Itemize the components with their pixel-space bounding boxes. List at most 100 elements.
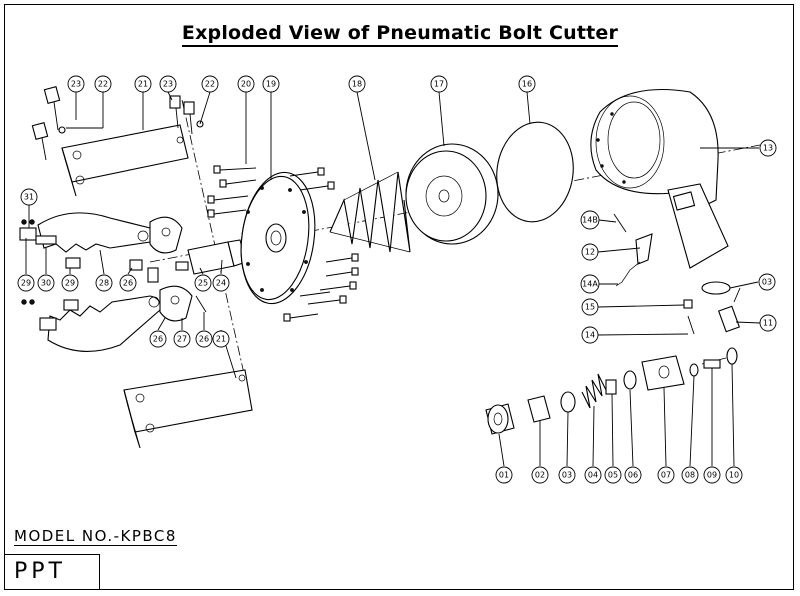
callout-label: 27	[177, 335, 187, 344]
callout-label: 11	[763, 319, 773, 328]
cylinder-plate	[240, 171, 316, 305]
callout-26c: 26	[195, 330, 213, 348]
callout-label: 12	[585, 248, 595, 257]
callout-28: 28	[95, 274, 113, 292]
callout-label: 02	[535, 471, 545, 480]
callout-label: 19	[266, 80, 276, 89]
callout-08: 08	[681, 466, 699, 484]
callout-label: 28	[99, 279, 109, 288]
callout-26a: 26	[119, 274, 137, 292]
callout-21b: 21	[212, 330, 230, 348]
callout-label: 14A	[582, 280, 598, 289]
piston-seal	[496, 121, 574, 223]
callout-label: 16	[522, 80, 532, 89]
callout-27: 27	[173, 330, 191, 348]
callout-label: 26	[153, 335, 163, 344]
callout-14B: 14B	[580, 210, 600, 230]
callout-label: 03	[562, 471, 572, 480]
callout-label: 31	[24, 193, 34, 202]
frame-plate-lower	[123, 369, 253, 449]
callout-21a: 21	[134, 75, 152, 93]
o-ring	[701, 281, 731, 295]
title-text: Exploded View of Pneumatic Bolt Cutter	[181, 22, 619, 47]
callout-01: 01	[495, 466, 513, 484]
callout-18: 18	[348, 75, 366, 93]
callout-label: 07	[661, 471, 671, 480]
callout-03b: 03	[558, 466, 576, 484]
callout-label: 08	[685, 471, 695, 480]
callout-14: 14	[581, 326, 599, 344]
callout-label: 23	[163, 80, 173, 89]
return-spring	[329, 171, 411, 253]
cap-screws	[207, 165, 359, 322]
callout-23b: 23	[159, 75, 177, 93]
callout-14A: 14A	[580, 274, 600, 294]
callout-label: 24	[216, 279, 226, 288]
callout-label: 25	[198, 279, 208, 288]
callout-16: 16	[518, 75, 536, 93]
callout-12: 12	[581, 243, 599, 261]
leader-lines	[25, 91, 761, 467]
link-plates	[129, 216, 193, 322]
valve-train	[485, 347, 738, 435]
callout-05: 05	[604, 466, 622, 484]
callout-label: 14	[585, 331, 595, 340]
callout-label: 30	[41, 279, 51, 288]
callout-label: 05	[608, 471, 618, 480]
callout-label: 22	[205, 80, 215, 89]
valve-stem	[683, 287, 741, 335]
callout-07: 07	[657, 466, 675, 484]
callout-31: 31	[20, 188, 38, 206]
callout-15: 15	[581, 298, 599, 316]
callout-label: 26	[123, 279, 133, 288]
callout-label: 17	[434, 80, 444, 89]
callout-17: 17	[430, 75, 448, 93]
brand-label: PPT	[14, 559, 66, 584]
callout-label: 26	[199, 335, 209, 344]
callout-10: 10	[725, 466, 743, 484]
blade-inserts	[19, 219, 81, 331]
callout-11: 11	[759, 314, 777, 332]
callout-label: 06	[628, 471, 638, 480]
callout-20: 20	[237, 75, 255, 93]
callout-label: 15	[585, 303, 595, 312]
callout-label: 04	[588, 471, 598, 480]
callout-label: 14B	[582, 216, 598, 225]
callout-29b: 29	[61, 274, 79, 292]
callout-23a: 23	[67, 75, 85, 93]
callout-label: 29	[21, 279, 31, 288]
callout-03a: 03	[758, 273, 776, 291]
callout-label: 21	[138, 80, 148, 89]
callout-06: 06	[624, 466, 642, 484]
callout-label: 18	[352, 80, 362, 89]
piston	[405, 143, 499, 245]
callout-22a: 22	[94, 75, 112, 93]
piston-rod	[175, 239, 263, 313]
cylinder-housing	[590, 89, 729, 269]
callout-label: 03	[762, 278, 772, 287]
frame-plate-upper	[61, 124, 189, 197]
callout-label: 21	[216, 335, 226, 344]
callout-13: 13	[759, 139, 777, 157]
drawing-frame	[4, 4, 794, 590]
callout-label: 09	[707, 471, 717, 480]
callout-label: 20	[241, 80, 251, 89]
callout-label: 29	[65, 279, 75, 288]
callout-label: 13	[763, 144, 773, 153]
callout-29a: 29	[17, 274, 35, 292]
callout-02: 02	[531, 466, 549, 484]
trigger-assembly	[613, 213, 653, 287]
bolt-set-upper-left	[31, 86, 204, 161]
callout-label: 10	[729, 471, 739, 480]
callout-label: 22	[98, 80, 108, 89]
callout-26b: 26	[149, 330, 167, 348]
callout-19: 19	[262, 75, 280, 93]
callout-30: 30	[37, 274, 55, 292]
callout-22b: 22	[201, 75, 219, 93]
drawing-title: Exploded View of Pneumatic Bolt Cutter	[0, 22, 800, 47]
brand-box	[4, 554, 100, 590]
callout-label: 01	[499, 471, 509, 480]
model-number: MODEL NO.-KPBC8	[14, 527, 177, 546]
callout-24: 24	[212, 274, 230, 292]
